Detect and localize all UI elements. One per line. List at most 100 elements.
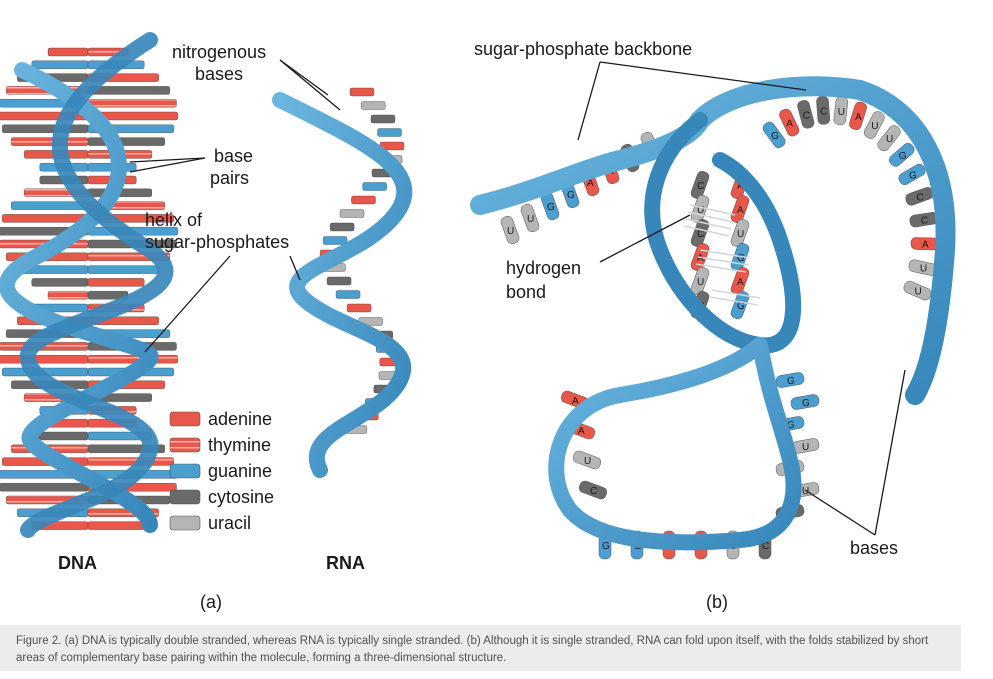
panel-a-labels: nitrogenous bases base pairs helix of su…	[58, 42, 365, 612]
base-letter: U	[886, 134, 893, 145]
dna-base	[87, 457, 174, 466]
base-letter: U	[920, 264, 927, 275]
dna-base	[31, 60, 89, 69]
folded-rna-base	[500, 215, 520, 245]
rna-base	[339, 209, 365, 218]
base-letter: C	[697, 229, 704, 240]
rna-base	[329, 222, 355, 232]
rna-base	[362, 182, 387, 191]
label-nitrogenous-1: nitrogenous	[172, 42, 266, 62]
label-panel-a: (a)	[200, 592, 222, 612]
figure: nitrogenous bases base pairs helix of su…	[0, 32, 956, 612]
dna-base	[2, 214, 89, 223]
base-letter: G	[899, 151, 907, 162]
rna-base	[335, 290, 361, 299]
base-letter: G	[802, 398, 810, 409]
folded-rna-base	[889, 142, 915, 167]
rna-base	[361, 101, 386, 110]
base-letter: U	[737, 229, 744, 240]
folded-rna-base	[898, 163, 926, 186]
dna-base	[0, 483, 89, 492]
folded-rna-backbone-loop	[548, 337, 802, 551]
base-letter: G	[787, 420, 795, 431]
base-letter: U	[584, 456, 591, 467]
folded-rna-base	[520, 203, 540, 233]
base-letter: U	[527, 214, 534, 225]
folded-rna-base	[790, 394, 820, 410]
folded-rna-base	[762, 121, 786, 149]
base-letter: U	[697, 205, 704, 216]
figure-caption: Figure 2. (a) DNA is typically double st…	[0, 625, 961, 671]
legend-swatch-thymine	[169, 437, 201, 453]
folded-rna-base	[690, 218, 710, 248]
label-base-pairs-1: base	[214, 146, 253, 166]
legend-swatch-uracil	[169, 515, 201, 531]
dna-backbone-strand-2	[20, 32, 174, 538]
dna-base	[47, 47, 89, 57]
base-letter: G	[787, 376, 795, 387]
panel-b-labels: sugar-phosphate backbone hydrogen bond b…	[474, 39, 906, 612]
folded-rna-base	[690, 170, 710, 200]
base-letter: G	[737, 301, 745, 312]
base-letter: G	[567, 190, 575, 201]
dna-base	[11, 137, 89, 146]
dna-base	[31, 278, 89, 287]
folded-rna-base	[863, 111, 885, 139]
base-letter: C	[916, 192, 923, 203]
dna-backbone-strand-1	[0, 62, 159, 533]
base-letter: U	[915, 287, 922, 298]
folded-rna-backbone	[470, 76, 956, 405]
folded-rna-base	[849, 101, 867, 130]
base-letter: A	[737, 205, 744, 216]
dna-base	[87, 86, 171, 95]
base-letter: U	[838, 107, 845, 118]
label-base-pairs-2: pairs	[210, 168, 249, 188]
label-backbone: sugar-phosphate backbone	[474, 39, 692, 59]
base-letter: U	[802, 442, 809, 453]
base-letter: A	[697, 253, 704, 264]
base-letter: C	[590, 486, 597, 497]
label-hydrogen-2: bond	[506, 282, 546, 302]
folded-rna-base	[690, 194, 710, 224]
legend-swatch-adenine	[169, 411, 201, 427]
dna-base	[87, 521, 145, 530]
dna-base	[87, 265, 159, 274]
base-letter: C	[697, 181, 704, 192]
folded-rna-base	[578, 480, 608, 500]
rna-helix	[272, 87, 413, 478]
folded-rna-base	[877, 125, 901, 152]
folded-rna-base	[730, 194, 750, 224]
legend-label-cytosine: cytosine	[208, 487, 274, 507]
label-panel-b: (b)	[706, 592, 728, 612]
base-letter: C	[803, 110, 810, 121]
base-letter: U	[697, 277, 704, 288]
rna-base	[326, 276, 352, 286]
label-hydrogen-1: hydrogen	[506, 258, 581, 278]
base-letter: A	[786, 119, 793, 130]
base-letter: A	[855, 112, 862, 123]
hydrogen-bonds	[683, 204, 761, 306]
rna-backbone	[272, 92, 413, 478]
dna-base	[87, 137, 165, 146]
folded-rna-base	[779, 108, 800, 137]
dna-base	[11, 201, 89, 210]
label-rna: RNA	[326, 553, 365, 573]
base-letter: C	[921, 216, 928, 227]
base-letter: G	[547, 202, 555, 213]
dna-base	[0, 355, 89, 364]
legend-label-thymine: thymine	[208, 435, 271, 455]
base-letter: C	[762, 541, 769, 552]
rna-base	[370, 114, 396, 124]
base-letter: A	[578, 426, 585, 437]
folded-rna-base	[816, 96, 831, 125]
rna-base	[349, 87, 375, 97]
legend-label-uracil: uracil	[208, 513, 251, 533]
dna-helix	[0, 32, 179, 538]
folded-rna-base	[730, 218, 750, 248]
label-helix-2: sugar-phosphates	[145, 232, 289, 252]
legend-swatch-cytosine	[169, 489, 201, 505]
base-letter: C	[820, 106, 827, 117]
base-letter: A	[572, 396, 579, 407]
